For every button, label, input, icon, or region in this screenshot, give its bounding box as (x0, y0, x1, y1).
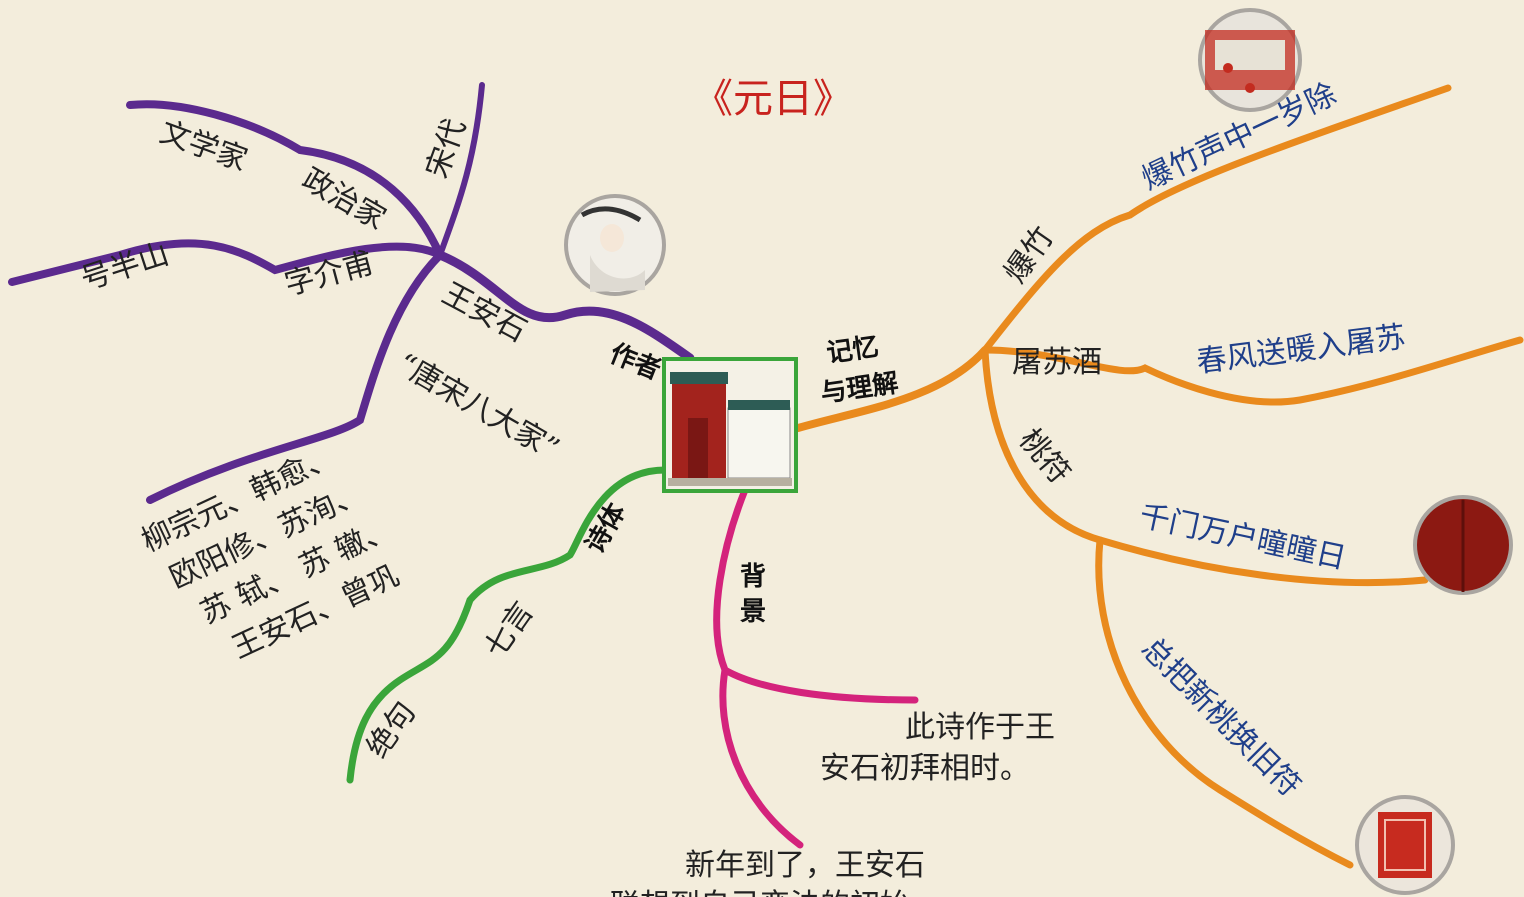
background-text-line-2: 安石初拜相时。 (820, 751, 1030, 786)
background-text-line-1: 此诗作于王 (905, 710, 1055, 745)
memory-key-firecracker: 爆竹 (998, 220, 1061, 289)
poem-line-3: 千门万户曈曈日 (1136, 499, 1349, 577)
background-bottom-line-1: 新年到了，王安石 (685, 848, 925, 883)
memory-key-tusu-wine: 屠苏酒 (1012, 345, 1102, 380)
memory-label-top: 记忆 (825, 332, 881, 369)
background-label-bottom: 景 (740, 597, 766, 627)
author-group-members: 柳宗元、韩愈、 欧阳修、苏洵、 苏 轼、 苏 辙、 王安石、曾巩 (136, 439, 405, 666)
peach-charm-image (1355, 795, 1455, 895)
form-type: 七言 (478, 595, 541, 664)
author-pseudonym: 号半山 (77, 237, 173, 298)
form-branch (346, 466, 669, 784)
poem-line-4: 总把新桃换旧符 (1134, 631, 1307, 804)
poem-title: 《元日》 (693, 76, 853, 122)
poem-line-2: 春风送暖入屠苏 (1195, 320, 1408, 380)
form-branch-label: 诗体 (580, 498, 632, 559)
firecracker-image (1198, 8, 1302, 112)
author-group: “唐宋八大家” (391, 347, 565, 468)
background-bottom-line-2: 联想到自己变法的初始 (610, 888, 910, 897)
background-branch (713, 486, 919, 849)
memory-branch (794, 84, 1524, 869)
author-name: 王安石 (436, 276, 532, 349)
center-gate-image (662, 357, 798, 493)
red-door-image (1413, 495, 1513, 595)
author-branch-label: 作者 (605, 339, 664, 386)
author-branch (8, 82, 695, 504)
background-label-top: 背 (740, 562, 766, 592)
poet-portrait-image (564, 194, 666, 296)
